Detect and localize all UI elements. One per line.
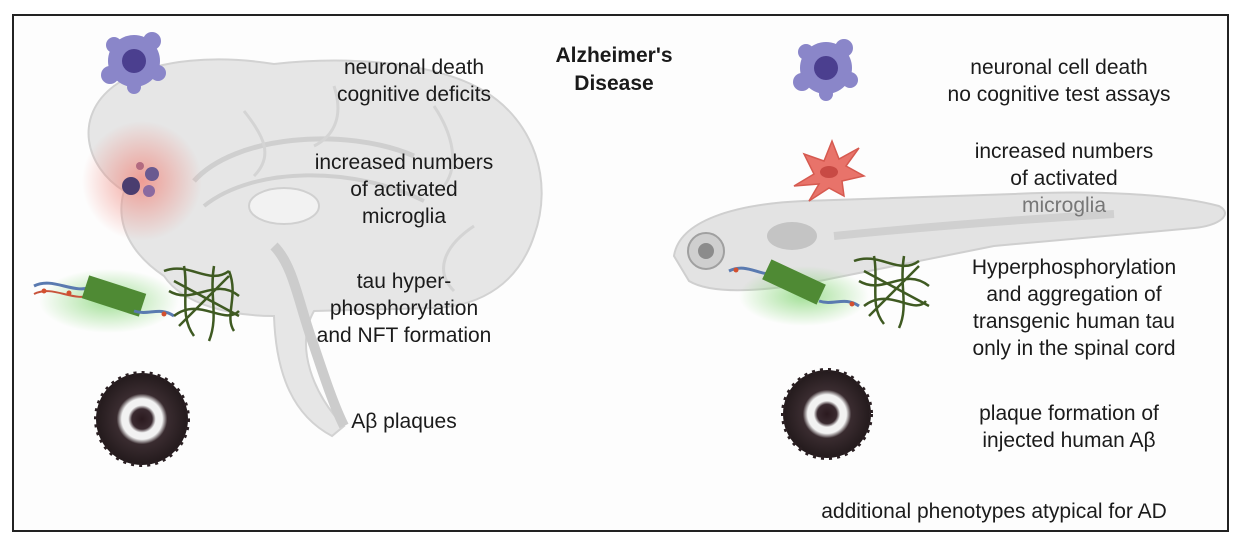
label-line: plaque formation of [979,402,1159,425]
label-line: cognitive deficits [336,83,492,106]
microglia-cell-icon [793,138,867,202]
label-line: Aβ plaques [351,410,457,433]
label-line: and aggregation of [986,283,1162,306]
label-line: of activated [1010,167,1118,190]
label-line: neuronal cell death [970,56,1148,79]
title-line-1: Alzheimer's [555,44,673,67]
label-line: increased numbers [314,151,494,174]
label-line: Hyperphosphorylation [971,256,1177,279]
right-neuronal-label: neuronal cell death no cognitive test as… [909,54,1209,108]
neuron-icon [101,32,166,94]
label-line: transgenic human tau [973,310,1175,333]
left-neuronal-label: neuronal death cognitive deficits [294,54,534,108]
tau-fibril-icon [33,269,179,333]
tau-fibril-icon [728,259,869,326]
diagram-title: Alzheimer's Disease [549,42,679,98]
zebrafish-illustration [672,191,1226,292]
label-line: injected human Aβ [982,429,1156,452]
label-line: increased numbers [974,140,1154,163]
label-line: and NFT formation [316,324,492,347]
left-microglia-label: increased numbers of activated microglia [274,149,534,230]
label-line: neuronal death [343,56,485,79]
microglia-cluster-icon [82,121,202,241]
left-plaques-label: Aβ plaques [304,408,504,435]
nft-tangle-icon [853,255,930,329]
label-line: microglia [361,205,447,228]
label-line: of activated [350,178,458,201]
brain-illustration [87,58,543,438]
label-line: microglia [1021,194,1107,217]
label-line: no cognitive test assays [947,83,1171,106]
left-tau-label: tau hyper- phosphorylation and NFT forma… [274,268,534,349]
figure-artwork [33,32,1226,467]
right-plaques-label: plaque formation of injected human Aβ [939,400,1199,454]
right-microglia-label: increased numbers of activated microglia [934,138,1194,219]
label-line: only in the spinal cord [972,337,1176,360]
label-line: tau hyper- [356,270,452,293]
neuron-icon [793,39,858,101]
footer-note: additional phenotypes atypical for AD [821,500,1167,523]
plaque-icon [781,368,873,460]
nft-tangle-icon [163,265,240,342]
figure-frame: Alzheimer's Disease neuronal death cogni… [12,14,1229,532]
plaque-icon [94,371,190,467]
title-line-2: Disease [574,72,654,95]
label-line: phosphorylation [329,297,479,320]
right-tau-label: Hyperphosphorylation and aggregation of … [929,254,1219,362]
